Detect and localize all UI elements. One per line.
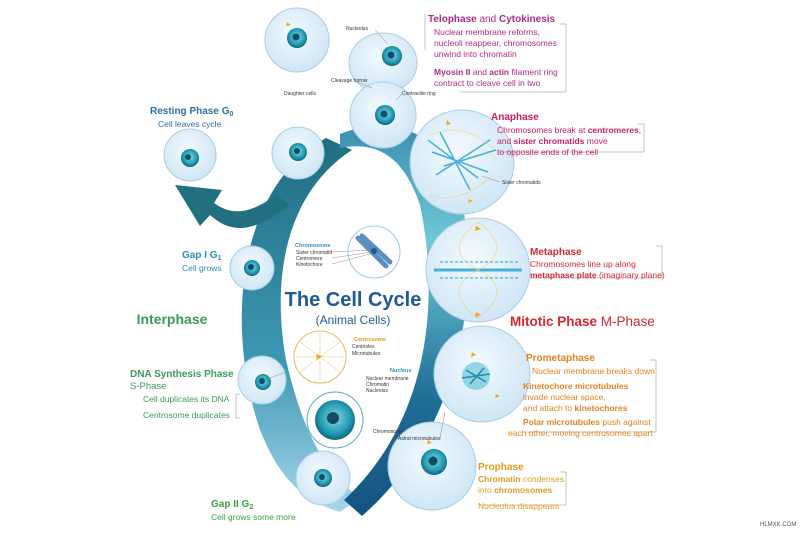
anaphase-line2: and sister chromatids move <box>497 136 608 146</box>
resting-arrow <box>175 185 290 228</box>
ring-right-arc <box>340 125 468 516</box>
anaphase-title: Anaphase <box>491 112 539 123</box>
s-phase-title: DNA Synthesis Phase <box>130 369 234 380</box>
anaphase-line3: to opposite ends of the cell <box>497 147 598 157</box>
cycle-ring <box>175 125 468 516</box>
telophase-line2: nucleoli reappear, chromosomes <box>434 38 557 48</box>
ring-left-arc <box>241 138 360 512</box>
centrosome-inset-item-1: Microtubules <box>352 351 381 357</box>
label-cleavage-furrow: Cleavage furrow <box>331 78 368 84</box>
label-contractile-ring: Contractile ring <box>402 91 436 97</box>
cell-gap1 <box>229 245 275 291</box>
chromosome-inset-title: Chromosome <box>295 243 330 249</box>
chromosome-inset-item-1: Centromere <box>296 256 323 262</box>
chromosome-inset-item-2: Kinetochore <box>296 262 323 268</box>
prophase-line2: into chromosomes <box>478 485 552 495</box>
nucleus-inset-item-0: Nuclear membrane <box>366 376 409 382</box>
resting-title: Resting Phase G0 <box>150 106 233 118</box>
cell-telophase <box>348 32 418 94</box>
telophase-line1: Nuclear membrane reforms, <box>434 27 540 37</box>
telophase-line3: unwind into chromatin <box>434 49 517 59</box>
resting-desc: Cell leaves cycle <box>158 119 222 129</box>
nucleus-inset <box>306 391 364 449</box>
anaphase-line1: Chromosomes break at centromeres, <box>497 125 641 135</box>
prophase-title: Prophase <box>478 462 524 473</box>
nucleus-inset-item-2: Nucleolus <box>366 388 388 394</box>
s-phase-line1: Cell duplicates its DNA <box>143 394 230 404</box>
label-daughter-cells: Daughter cells <box>284 91 316 97</box>
prophase-line3: Nucleolus disappears <box>478 501 559 511</box>
metaphase-line1: Chromosomes line up along <box>530 259 636 269</box>
cell-daughter-bottom <box>271 126 325 180</box>
prometaphase-line1: Nuclear membrane breaks down <box>532 366 655 376</box>
chromosome-inset <box>331 225 401 279</box>
diagram-subtitle: (Animal Cells) <box>316 313 391 327</box>
telophase-line5: contract to cleave cell in two <box>434 78 541 88</box>
label-chromosome: Chromosome <box>373 429 403 435</box>
leader-lines <box>235 14 663 506</box>
gap1-desc: Cell grows <box>182 263 222 273</box>
prometaphase-line4: and attach to kinetochores <box>523 403 628 413</box>
prometaphase-line6: each other, moving centrosomes apart <box>508 428 653 438</box>
prometaphase-title: Prometaphase <box>526 353 595 364</box>
metaphase-line2: metaphase plate (imaginary plane) <box>530 270 665 280</box>
cell-gap2 <box>295 450 351 506</box>
label-sister-chromatids: Sister chromatids <box>502 180 541 186</box>
chromosome-inset-item-0: Sister chromatid <box>296 250 332 256</box>
label-nucleolus: Nucleolus <box>346 26 368 32</box>
watermark: HLMXK.COM <box>760 522 796 528</box>
label-astral-microtubules: Astral microtubules <box>398 436 441 442</box>
metaphase-title: Metaphase <box>530 247 582 258</box>
interphase-label: Interphase <box>137 311 208 327</box>
centrosome-inset-item-0: Centrioles <box>352 344 375 350</box>
cell-prometaphase <box>433 325 531 423</box>
centrosome-inset <box>261 330 347 384</box>
prometaphase-line5: Polar microtubules push against <box>523 417 651 427</box>
nucleus-inset-title: Nucleus <box>390 368 411 374</box>
gap1-title: Gap I G1 <box>182 250 222 262</box>
cell-s-phase <box>237 355 287 405</box>
s-phase-subtitle: S-Phase <box>130 381 166 392</box>
cell-anaphase <box>409 109 515 215</box>
prophase-line1: Chromatin condenses <box>478 474 564 484</box>
prometaphase-line3: invade nuclear space, <box>523 392 606 402</box>
nucleus-inset-item-1: Chromatin <box>366 382 389 388</box>
mitotic-phase-label: Mitotic Phase M-Phase <box>510 314 655 329</box>
prometaphase-line2: Kinetochore microtubules <box>523 381 629 391</box>
s-phase-line2: Centrosome duplicates <box>143 410 230 420</box>
telophase-line4: Myosin II and actin filament ring <box>434 67 558 77</box>
cell-cytokinesis <box>349 81 417 149</box>
centrosome-inset-title: Centrosome <box>354 337 386 343</box>
gap2-title: Gap II G2 <box>211 499 253 511</box>
telophase-title: Telophase and Cytokinesis <box>428 14 556 25</box>
cell-metaphase <box>425 217 531 323</box>
gap2-desc: Cell grows some more <box>211 512 296 522</box>
cell-daughter-top <box>264 7 330 73</box>
cell-prophase <box>387 421 477 511</box>
diagram-title: The Cell Cycle <box>285 289 422 311</box>
cell-resting <box>163 128 217 182</box>
